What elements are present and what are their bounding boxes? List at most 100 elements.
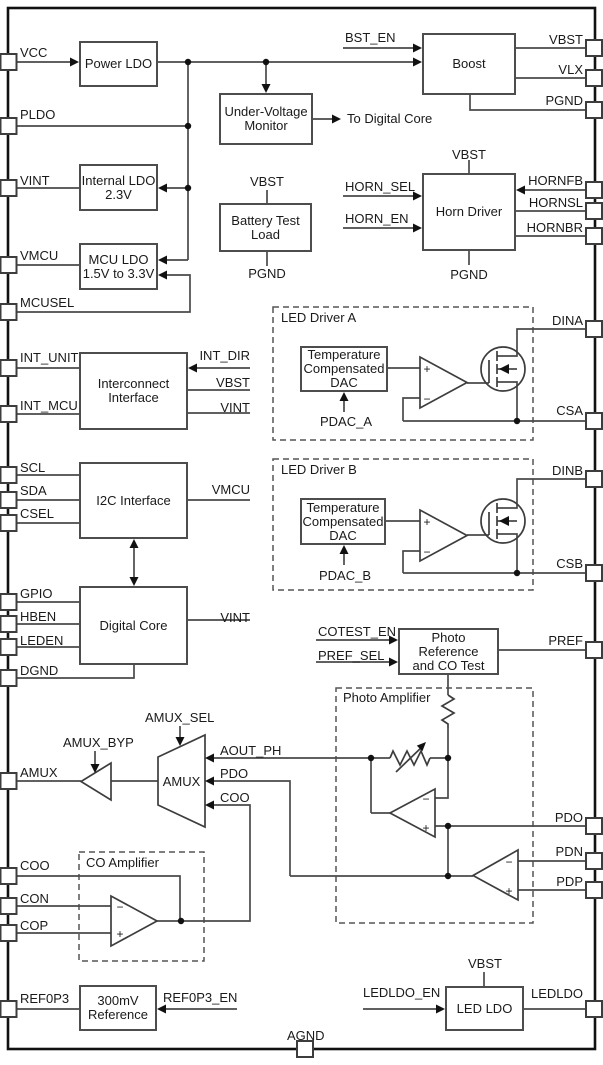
pin-label-int-unit: INT_UNIT <box>20 350 79 365</box>
arrowheads <box>70 43 525 1014</box>
pin-label-con: CON <box>20 891 49 906</box>
signal-label-pgnd-battery: PGND <box>248 266 286 281</box>
pin-label-agnd: AGND <box>287 1028 325 1043</box>
arrow-horn-sel <box>413 191 422 201</box>
boost-wires <box>343 47 586 111</box>
pin-label-amux: AMUX <box>20 765 58 780</box>
signal-label-vbst-horn: VBST <box>452 147 486 162</box>
pin-square-vlx <box>585 69 603 87</box>
signal-label-coo-mux: COO <box>220 790 250 805</box>
block-horn-driver: Horn Driver <box>422 173 516 251</box>
arrow-pref-sel <box>389 657 398 667</box>
variable-resistor-arrowhead <box>416 742 426 752</box>
photo-opamp1-minus: − <box>422 792 429 806</box>
pin-label-csb: CSB <box>556 556 583 571</box>
mosfet-a-symbol <box>480 346 526 392</box>
pin-square-ledldo <box>585 1000 603 1018</box>
pin-square-csa <box>585 412 603 430</box>
signal-label-to-digital-core: To Digital Core <box>347 111 433 126</box>
arrow-hornfb <box>516 185 525 195</box>
signal-label-horn-sel: HORN_SEL <box>345 179 416 194</box>
signal-label-vint-interconnect: VINT <box>220 400 250 415</box>
pin-square-pdp <box>585 881 603 899</box>
photo-opamp2-symbol <box>471 848 519 902</box>
pin-square-hornsl <box>585 202 603 220</box>
amux-mux-symbol <box>157 733 206 829</box>
amux-wires <box>17 726 181 782</box>
signal-label-vbst-ledldo: VBST <box>468 956 502 971</box>
signal-label-int-dir: INT_DIR <box>199 348 250 363</box>
pin-label-hornfb: HORNFB <box>528 173 583 188</box>
co-amplifier-wires <box>17 804 251 934</box>
opamp-b-minus: − <box>423 545 430 559</box>
opamp-a-minus: − <box>423 392 430 406</box>
symbols <box>79 346 526 948</box>
pin-square-leden <box>0 638 18 656</box>
signal-label-vbst-interconnect: VBST <box>216 375 250 390</box>
signal-label-amux-byp: AMUX_BYP <box>63 735 134 750</box>
pin-label-int-mcu: INT_MCU <box>20 398 78 413</box>
photo-opamp2-plus: + <box>505 884 512 898</box>
block-dac-b: Temperature Compensated DAC <box>300 498 386 545</box>
arrow-vcc-powerldo <box>70 57 79 67</box>
co-opamp-symbol <box>110 894 159 948</box>
pin-square-dinb <box>585 470 603 488</box>
pin-label-vbst: VBST <box>549 32 583 47</box>
opamp-a-plus: + <box>423 362 430 376</box>
block-power-ldo: Power LDO <box>79 41 158 87</box>
arrow-horn-en <box>413 223 422 233</box>
pin-label-pldo: PLDO <box>20 107 56 122</box>
pin-label-leden: LEDEN <box>20 633 64 648</box>
amux-block-label: AMUX <box>163 774 201 789</box>
arrow-into-mcu-ldo-2 <box>158 270 167 280</box>
signal-label-amux-sel: AMUX_SEL <box>145 710 215 725</box>
arrow-into-internal-ldo <box>158 183 167 193</box>
horn-driver-wires <box>343 160 586 265</box>
pin-square-hornbr <box>585 227 603 245</box>
signal-label-vmcu-i2c: VMCU <box>211 482 250 497</box>
pin-square-vcc <box>0 53 18 71</box>
junction-dots <box>177 58 521 925</box>
opamp-b-symbol <box>419 508 469 563</box>
pin-square-amux <box>0 772 18 790</box>
pin-square-vint <box>0 179 18 197</box>
pin-square-pref <box>585 641 603 659</box>
block-under-voltage-monitor: Under-Voltage Monitor <box>219 93 313 145</box>
block-digital-core: Digital Core <box>79 586 188 665</box>
interconnect-wires <box>17 367 250 415</box>
photo-opamp1-symbol <box>388 787 436 839</box>
mosfet-a-body-arrow <box>499 364 509 374</box>
block-battery-test-load: Battery Test Load <box>219 203 312 252</box>
pin-square-pldo <box>0 117 18 135</box>
wires <box>17 47 586 1010</box>
photo-opamp1-plus: + <box>422 821 429 835</box>
arrow-mux-aout-ph <box>205 753 214 763</box>
pin-square-int-unit <box>0 359 18 377</box>
pin-label-sda: SDA <box>20 483 47 498</box>
signal-label-bst-en: BST_EN <box>345 30 396 45</box>
pin-label-mcusel: MCUSEL <box>20 295 75 310</box>
pin-label-ref0p3: REF0P3 <box>20 991 70 1006</box>
arrow-into-mcu-ldo-1 <box>158 255 167 265</box>
group-title-photo-amplifier: Photo Amplifier <box>343 690 431 705</box>
pin-square-hornfb <box>585 181 603 199</box>
pin-square-pdo <box>585 817 603 835</box>
signal-label-pdac-a: PDAC_A <box>320 414 373 429</box>
arrow-amux-byp <box>90 764 100 773</box>
pin-square-int-mcu <box>0 405 18 423</box>
pin-label-pdo: PDO <box>554 810 583 825</box>
arrow-ledldo-en <box>436 1004 445 1014</box>
photo-amplifier-wires <box>211 757 586 891</box>
pin-square-vmcu <box>0 256 18 274</box>
photo-amplifier-group-box <box>335 687 534 924</box>
arrow-pdac-b <box>339 545 349 554</box>
pin-square-dgnd <box>0 669 18 687</box>
signal-label-ref0p3-en: REF0P3_EN <box>163 990 238 1005</box>
pin-label-ledldo: LEDLDO <box>530 986 583 1001</box>
pin-square-sda <box>0 491 18 509</box>
pin-square-cop <box>0 924 18 942</box>
pin-squares <box>0 39 603 1058</box>
mosfet-b-body-arrow <box>499 516 509 526</box>
block-boost: Boost <box>422 33 516 95</box>
i2c-wires <box>17 474 250 579</box>
